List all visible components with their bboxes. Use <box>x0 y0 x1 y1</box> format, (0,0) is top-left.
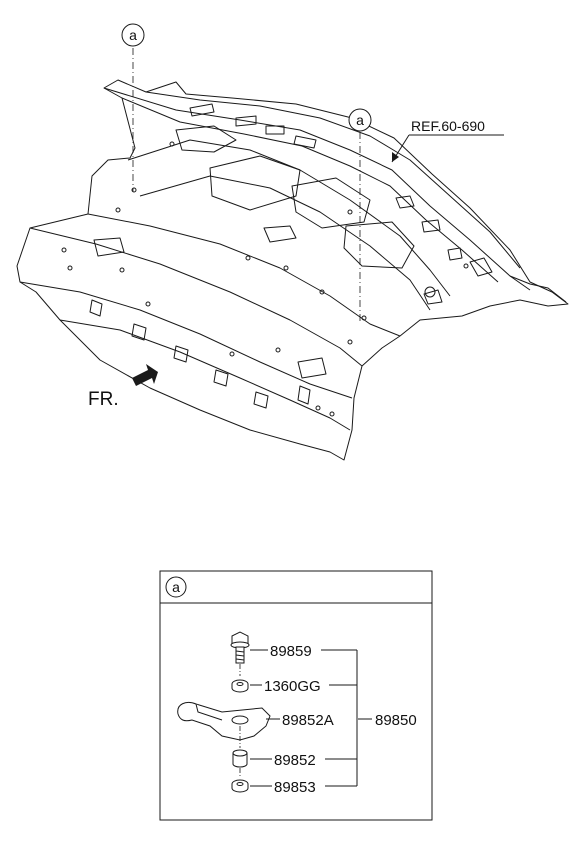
part-number-1360GG: 1360GG <box>264 678 321 695</box>
svg-text:REF.60-690: REF.60-690 <box>411 118 485 134</box>
callout-a-left: a <box>121 23 145 47</box>
panel-holes <box>61 141 469 417</box>
bracket-89852A <box>177 701 271 741</box>
part-number-89852: 89852 <box>274 752 316 769</box>
svg-text:FR.: FR. <box>88 389 119 410</box>
svg-text:a: a <box>172 579 180 595</box>
reference-callout: REF.60-690 <box>391 118 504 163</box>
bolt-89859 <box>230 631 250 664</box>
callout-leaders <box>132 48 361 322</box>
svg-text:a: a <box>129 27 137 43</box>
part-number-89852A: 89852A <box>282 712 334 729</box>
rear-package-tray-panel <box>16 79 569 461</box>
washer-1360GG <box>231 679 249 693</box>
nut-89853 <box>231 779 249 793</box>
front-arrow-icon <box>132 364 158 386</box>
spacer-89852 <box>232 749 248 768</box>
svg-text:a: a <box>356 112 364 128</box>
callout-a-right: a <box>348 108 372 132</box>
front-direction-indicator: FR. <box>88 364 158 410</box>
detail-inset: a <box>159 570 433 821</box>
part-number-89853: 89853 <box>274 779 316 796</box>
part-number-89850: 89850 <box>375 712 417 729</box>
inset-leader-lines <box>250 649 372 787</box>
part-number-89859: 89859 <box>270 643 312 660</box>
